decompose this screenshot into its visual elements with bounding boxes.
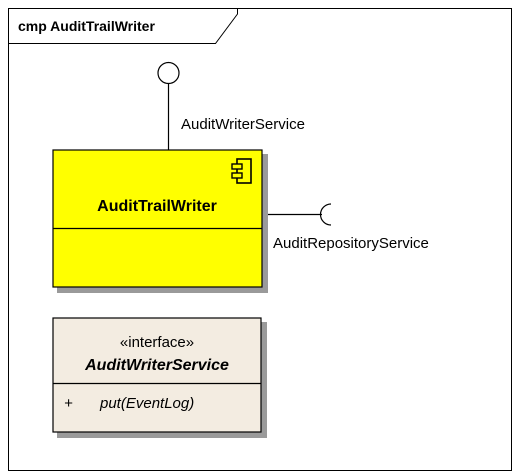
component-body [52, 149, 263, 288]
component-icon [231, 158, 252, 184]
frame-title: cmp AuditTrailWriter [18, 18, 155, 34]
interface-body [52, 317, 262, 433]
provided-interface-lollipop [157, 61, 180, 151]
interface-stereotype: «interface» [120, 334, 194, 351]
provided-interface-ball [157, 61, 180, 85]
provided-interface-label: AuditWriterService [181, 116, 305, 133]
required-interface-cup [319, 203, 332, 226]
frame-title-tab [8, 8, 238, 44]
operation-visibility: + [64, 395, 73, 412]
operation-signature: put(EventLog) [99, 395, 194, 412]
interface-audit-writer-service[interactable]: «interface» AuditWriterService + put(Eve… [52, 317, 267, 438]
required-interface-socket [262, 203, 332, 226]
component-name: AuditTrailWriter [97, 198, 217, 215]
required-interface-label: AuditRepositoryService [273, 235, 429, 252]
interface-name: AuditWriterService [84, 357, 229, 374]
component-audit-trail-writer[interactable]: AuditTrailWriter [52, 149, 268, 293]
